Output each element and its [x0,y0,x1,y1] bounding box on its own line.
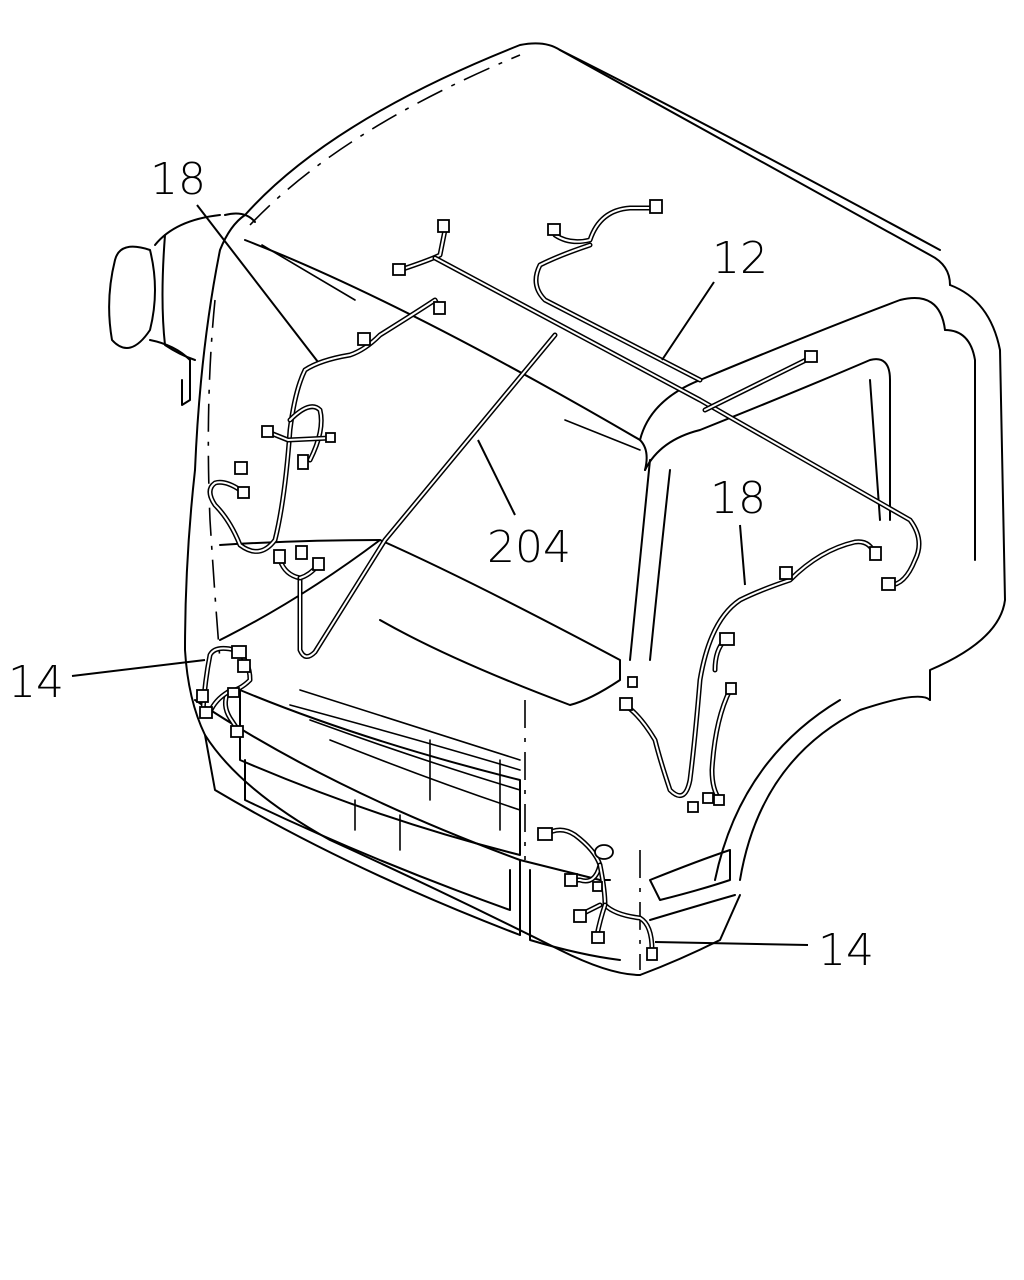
leader-18-left [196,204,319,363]
connector [325,432,336,443]
connector [357,332,371,346]
connector [591,931,605,944]
connector [592,881,603,892]
connector [196,689,209,703]
connector [273,549,286,564]
callout-18-right: 18 [710,473,766,524]
connector [199,706,213,719]
connector [702,792,714,804]
callout-12: 12 [712,233,768,284]
connector [227,687,240,698]
leader-14-right [654,941,809,946]
harness-18-right [619,539,882,813]
connector [433,301,446,315]
callout-204: 204 [487,522,571,573]
connector [537,827,553,841]
harness-12 [392,199,922,591]
connector [646,947,658,961]
connector [392,263,406,276]
connector [713,794,725,806]
connector [649,199,663,214]
callout-14-right: 14 [818,925,874,976]
connector [719,632,735,646]
connector [725,682,737,695]
harness-204 [273,332,558,659]
connector [573,909,587,923]
connector [594,844,614,860]
connector [261,425,274,438]
callouts: 18 12 18 204 14 14 [8,154,874,976]
connector [687,801,699,813]
connector [237,486,250,499]
leader-18-right [739,524,746,586]
cab-body [108,42,1006,976]
connector [237,659,251,673]
connector [437,219,450,233]
connector [231,645,247,659]
callout-14-left: 14 [8,657,64,708]
connector [297,454,309,470]
connector [295,545,308,560]
leader-lines [71,204,809,946]
connector [547,223,561,236]
harness-18-left [207,297,446,554]
callout-18-left: 18 [150,154,206,205]
connector [312,557,325,571]
connector [627,676,638,688]
leader-12 [661,281,715,361]
connector [779,566,793,580]
connector [881,577,896,591]
connector [234,461,248,475]
connector [869,546,882,561]
harness-14-right [537,827,658,961]
harness-14-left [196,645,253,738]
leader-204 [477,439,516,516]
connector [619,697,633,711]
connector [230,725,244,738]
connector [564,873,578,887]
leader-14-left [71,659,206,677]
connector [804,350,818,363]
